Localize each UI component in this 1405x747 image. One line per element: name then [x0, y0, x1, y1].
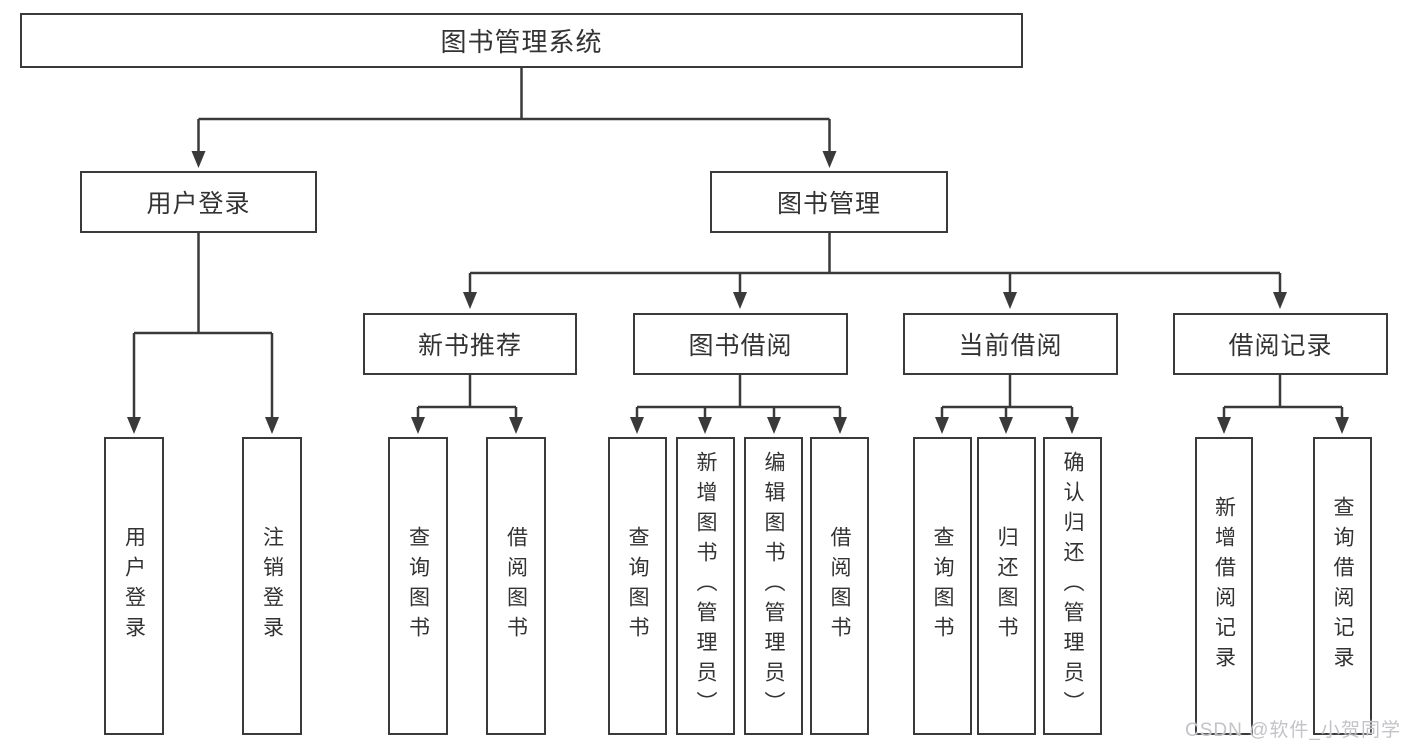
node-new-book-recommendation: 新书推荐 — [363, 313, 577, 375]
arrowhead-icon — [127, 417, 141, 434]
node-user-login: 用户登录 — [80, 171, 317, 233]
connector-records-to-leaves — [1217, 375, 1349, 434]
connector-line — [416, 375, 518, 418]
node-label: 当前借阅 — [958, 332, 1063, 360]
node-library-management-system: 图书管理系统 — [20, 13, 1023, 68]
connector-root-to-level2 — [191, 68, 837, 168]
connector-line — [132, 233, 274, 418]
arrowhead-icon — [698, 417, 712, 434]
node-label: 图书管理系统 — [440, 27, 603, 57]
arrowhead-icon — [1335, 417, 1349, 434]
arrowhead-icon — [411, 417, 425, 434]
leaf-current-confirm-return-admin: 确认归还（管理员） — [1043, 437, 1102, 735]
connector-line — [635, 375, 842, 418]
leaf-current-return-books: 归还图书 — [977, 437, 1036, 735]
watermark: CSDN @软件_小贺同学 — [1185, 720, 1401, 741]
leaf-label: 用户登录 — [122, 526, 146, 646]
arrowhead-icon — [999, 417, 1013, 434]
arrowhead-icon — [265, 417, 279, 434]
arrowhead-icon — [1217, 417, 1231, 434]
arrowhead-icon — [1065, 417, 1079, 434]
leaf-label: 查询图书 — [626, 526, 649, 646]
leaf-user-login: 用户登录 — [104, 437, 164, 735]
connector-borrowing-to-leaves — [630, 375, 847, 434]
leaf-label: 确认归还（管理员） — [1061, 451, 1084, 721]
leaf-label: 借阅图书 — [504, 526, 528, 646]
arrowhead-icon — [833, 417, 847, 434]
arrowhead-icon — [630, 417, 644, 434]
node-label: 图书管理 — [776, 190, 881, 218]
node-label: 图书借阅 — [688, 332, 793, 360]
node-label: 新书推荐 — [417, 332, 522, 360]
leaf-borrowing-query-books: 查询图书 — [608, 437, 667, 735]
arrowhead-icon — [1273, 292, 1287, 309]
connector-line — [940, 375, 1074, 418]
leaf-label: 新增借阅记录 — [1212, 496, 1236, 676]
node-label: 借阅记录 — [1228, 332, 1333, 360]
leaf-records-add-borrow-record: 新增借阅记录 — [1195, 437, 1253, 735]
connector-bookmgmt-to-level3 — [463, 233, 1287, 309]
arrowhead-icon — [822, 151, 837, 168]
arrowhead-icon — [767, 417, 781, 434]
connector-line — [1222, 375, 1344, 418]
leaf-label: 借阅图书 — [828, 526, 851, 646]
leaf-label: 新增图书（管理员） — [694, 451, 717, 721]
connector-current-to-leaves — [935, 375, 1079, 434]
leaf-label: 编辑图书（管理员） — [762, 451, 785, 721]
arrowhead-icon — [509, 417, 523, 434]
arrowhead-icon — [463, 292, 477, 309]
node-current-borrowing: 当前借阅 — [903, 313, 1118, 375]
leaf-label: 归还图书 — [995, 526, 1018, 646]
connector-newbook-to-leaves — [411, 375, 523, 434]
leaf-label: 注销登录 — [260, 526, 284, 646]
node-book-management: 图书管理 — [710, 171, 948, 233]
arrowhead-icon — [733, 292, 747, 309]
connector-line — [197, 68, 831, 152]
leaf-logout: 注销登录 — [242, 437, 302, 735]
leaf-borrowing-borrow-books: 借阅图书 — [810, 437, 869, 735]
leaf-newbook-borrow-books: 借阅图书 — [486, 437, 546, 735]
arrowhead-icon — [935, 417, 949, 434]
node-borrowing-records: 借阅记录 — [1173, 313, 1388, 375]
leaf-label: 查询图书 — [931, 526, 954, 646]
node-label: 用户登录 — [146, 190, 251, 218]
arrowhead-icon — [191, 151, 206, 168]
leaf-records-query-borrow-record: 查询借阅记录 — [1313, 437, 1372, 735]
leaf-current-query-books: 查询图书 — [913, 437, 972, 735]
leaf-newbook-query-books: 查询图书 — [388, 437, 448, 735]
node-book-borrowing: 图书借阅 — [633, 313, 848, 375]
leaf-label: 查询图书 — [406, 526, 430, 646]
connector-userlogin-to-leaves — [127, 233, 279, 434]
leaf-label: 查询借阅记录 — [1331, 496, 1354, 676]
arrowhead-icon — [1003, 292, 1017, 309]
leaf-borrowing-add-books-admin: 新增图书（管理员） — [676, 437, 735, 735]
connector-line — [468, 233, 1282, 293]
leaf-borrowing-edit-books-admin: 编辑图书（管理员） — [744, 437, 803, 735]
